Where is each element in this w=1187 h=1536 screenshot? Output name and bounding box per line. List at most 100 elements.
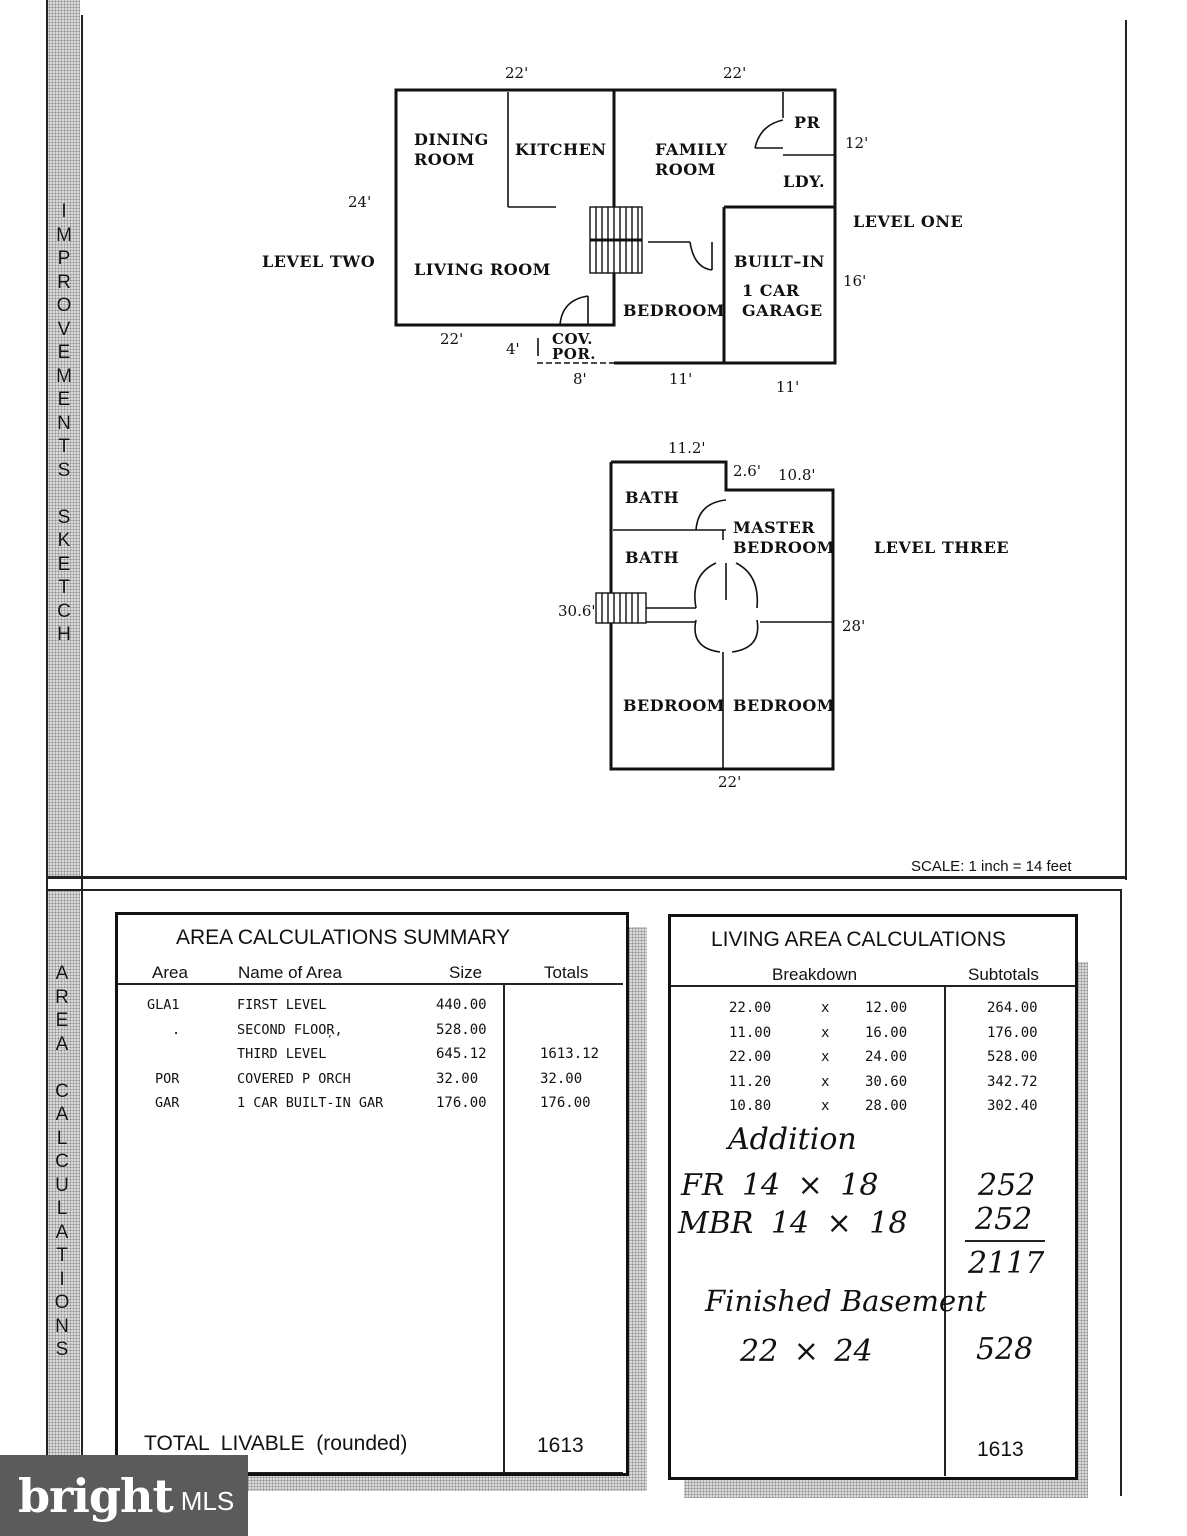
room-bath-1: BATH xyxy=(625,488,680,507)
room-bedroom-l1: BEDROOM xyxy=(623,301,725,320)
bright-mls-logo: bright MLS xyxy=(0,1455,248,1536)
living-area-table xyxy=(668,914,1078,1480)
hand-fr-val: 252 xyxy=(978,1168,1036,1203)
dim-porch-4: 4' xyxy=(506,340,520,358)
hand-mbr-val: 252 xyxy=(975,1202,1033,1237)
improvements-sketch-letter: C xyxy=(57,600,71,622)
room-bath-2: BATH xyxy=(625,548,680,567)
hand-addition: Addition xyxy=(728,1122,857,1157)
improvements-sketch-letter: T xyxy=(58,577,70,598)
area-calculations-letter: N xyxy=(55,1315,69,1337)
area-calculations-letter: I xyxy=(59,1268,65,1290)
improvements-sketch-letter: E xyxy=(57,389,71,410)
summary-total-value: 1613 xyxy=(537,1434,584,1457)
room-ldy: LDY. xyxy=(783,172,826,191)
improvements-sketch-letter: T xyxy=(58,436,70,457)
room-pr: PR xyxy=(794,113,821,132)
summary-cell-name: COVERED P ORCH xyxy=(237,1070,351,1087)
improvements-sketch-letter: M xyxy=(56,224,72,246)
room-bedroom-l3b: BEDROOM xyxy=(733,696,835,715)
dim-l3-26: 2.6' xyxy=(733,462,761,480)
summary-cell-size: 528.00 xyxy=(436,1021,487,1038)
living-cell-sub: 342.72 xyxy=(987,1073,1038,1090)
dim-right-12: 12' xyxy=(845,134,869,152)
summary-cell-area: GAR xyxy=(155,1095,180,1111)
room-bedroom-l3a: BEDROOM xyxy=(623,696,725,715)
summary-total-label: TOTAL LIVABLE (rounded) xyxy=(144,1432,408,1455)
area-calculations-letter: A xyxy=(55,963,69,984)
improvements-sketch-letter: N xyxy=(57,412,71,434)
floor-plan-sketch xyxy=(394,88,837,771)
living-col-subtotals: Subtotals xyxy=(968,965,1039,984)
summary-cell-size: 440.00 xyxy=(436,997,487,1013)
level-three-outline xyxy=(609,460,835,771)
living-cell-sub: 176.00 xyxy=(987,1024,1038,1041)
hand-fr: FR 14 × 18 xyxy=(681,1168,879,1203)
summary-col-size: Size xyxy=(449,963,483,982)
improvements-sketch-letter: H xyxy=(57,624,71,645)
stairs-level-three xyxy=(595,592,647,624)
summary-total-rule xyxy=(118,1472,623,1473)
living-cell-x: x xyxy=(821,1024,830,1041)
area-calculations-letter: T xyxy=(56,1245,68,1266)
hand-basement-val: 528 xyxy=(976,1332,1034,1367)
summary-col-divider xyxy=(503,984,505,1472)
living-cell-a: 22.00 xyxy=(729,1000,772,1016)
dim-right-16: 16' xyxy=(843,272,867,290)
hand-basement-dims: 22 × 24 xyxy=(740,1334,873,1369)
living-cell-x: x xyxy=(821,1049,830,1065)
area-calculations-letter xyxy=(52,1056,72,1080)
summary-cell-total: 176.00 xyxy=(540,1095,591,1111)
summary-cell-total: 32.00 xyxy=(540,1070,583,1087)
improvements-sketch-letter: O xyxy=(56,295,72,316)
improvements-sketch-letter: S xyxy=(57,506,71,528)
area-calculations-letter: S xyxy=(55,1339,69,1360)
dim-bottom-22: 22' xyxy=(440,330,464,348)
living-cell-a: 11.20 xyxy=(729,1073,772,1090)
living-cell-a: 11.00 xyxy=(729,1024,772,1041)
dim-l3-bottom: 22' xyxy=(718,773,742,791)
improvements-sketch-letter: E xyxy=(57,342,71,363)
improvements-sketch-letter: R xyxy=(57,271,71,293)
area-calculations-letter: A xyxy=(55,1221,69,1243)
summary-cell-size: 645.12 xyxy=(436,1046,487,1062)
sidebar-top-strip xyxy=(48,0,80,876)
dim-gar-11: 11' xyxy=(776,378,800,396)
room-living: LIVING ROOM xyxy=(414,260,551,279)
summary-col-name: Name of Area xyxy=(238,963,342,982)
improvements-sketch-letter: I xyxy=(61,201,67,222)
living-cell-b: 30.60 xyxy=(865,1073,908,1090)
living-cell-b: 28.00 xyxy=(865,1098,908,1114)
area-calculations-letter: E xyxy=(55,1010,69,1031)
summary-cell-name: 1 CAR BUILT-IN GAR xyxy=(237,1095,384,1111)
living-cell-x: x xyxy=(821,1073,830,1090)
level-two-outline xyxy=(394,88,616,327)
summary-cell-area: . xyxy=(172,1021,181,1038)
dim-left-24: 24' xyxy=(348,193,372,211)
area-calculations-letter: O xyxy=(54,1292,70,1313)
hand-sum-rule xyxy=(965,1240,1045,1242)
living-cell-x: x xyxy=(821,1000,830,1016)
area-calculations-letter: A xyxy=(55,1104,69,1125)
summary-cell-total: 1613.12 xyxy=(540,1046,600,1062)
improvements-sketch-letter: V xyxy=(57,318,71,340)
area-calculations-letter: C xyxy=(55,1080,69,1102)
summary-cell-area: GLA1 xyxy=(147,997,180,1013)
dim-l3-28: 28' xyxy=(842,617,866,635)
dim-porch-8: 8' xyxy=(573,370,587,388)
stairs-level-one xyxy=(589,206,643,274)
area-calculations-letter: U xyxy=(55,1174,69,1196)
hand-basement: Finished Basement xyxy=(705,1284,987,1318)
level-two-label: LEVEL TWO xyxy=(262,252,376,271)
summary-cell-area: POR xyxy=(155,1070,180,1087)
improvements-sketch-letter: M xyxy=(56,365,72,387)
summary-cell-name: SECOND FLOOR̦, xyxy=(237,1021,343,1038)
sidebar-divider-right xyxy=(81,15,83,1460)
area-calculations-letter: R xyxy=(55,986,69,1008)
